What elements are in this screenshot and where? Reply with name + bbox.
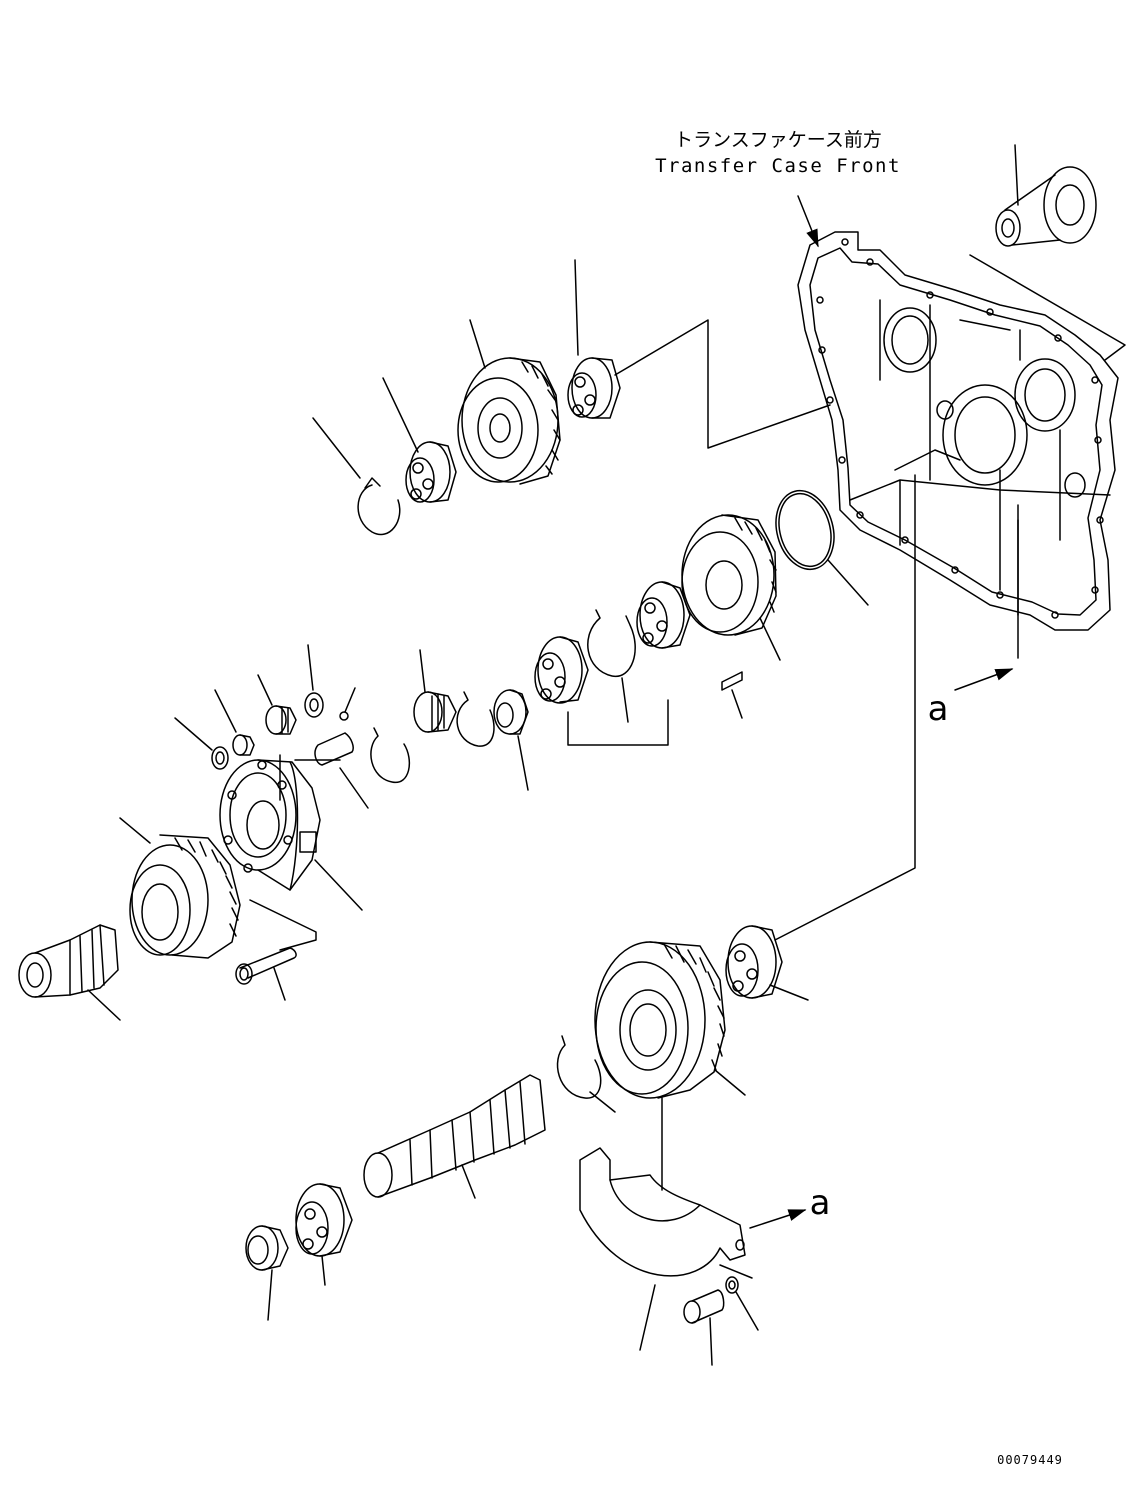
output-bearing — [295, 1183, 353, 1257]
output-shaft — [363, 1074, 546, 1198]
leader-upper-gear — [469, 319, 486, 369]
needle-bearing-center — [413, 691, 457, 733]
assembly-line-lower-bearing — [774, 474, 916, 941]
middle-bearing-right — [636, 581, 691, 649]
leader-o-ring — [827, 559, 869, 606]
leader-guard-cover — [639, 1284, 656, 1351]
assembly-line-carrier — [279, 754, 341, 801]
leader-carrier-bolt — [273, 967, 286, 1001]
assembly-line-flange — [969, 254, 1126, 361]
ref-label-lower: a — [810, 1183, 831, 1223]
leader-needle-bearing-center — [419, 649, 426, 693]
lower-snap-ring — [556, 1035, 602, 1099]
leader-ring-gear — [119, 817, 151, 844]
upper-bearing-right — [567, 357, 621, 419]
leader-thrust-washer-left — [174, 717, 213, 751]
leader-output-shaft — [461, 1164, 476, 1199]
middle-bearing-left — [534, 636, 589, 704]
lower-bearing — [725, 925, 783, 999]
ref-arrow-upper — [954, 668, 1014, 691]
guard-bolt — [683, 1289, 725, 1324]
drawing-code: 00079449 — [997, 1453, 1063, 1467]
ref-label-upper: a — [928, 689, 949, 729]
leader-flange — [1014, 144, 1019, 206]
middle-snap-ring — [587, 609, 636, 677]
input-shaft — [18, 924, 119, 998]
front-indicator-arrow — [797, 195, 819, 248]
leader-input-shaft — [87, 989, 121, 1021]
assembly-line-guard-washer — [719, 1264, 753, 1279]
planet-carrier — [219, 759, 321, 891]
middle-gear — [681, 514, 777, 636]
spacer-ring — [493, 689, 529, 735]
leader-lower-gear — [714, 1069, 746, 1096]
oil-seal — [245, 1225, 289, 1271]
bracket-bearings — [567, 699, 669, 746]
transfer-case-label-jp: トランスファケース前方 — [674, 129, 882, 151]
leader-dowel-pin — [731, 689, 743, 719]
o-ring — [775, 489, 835, 571]
leader-steel-ball — [344, 687, 356, 713]
leader-middle-gear — [759, 617, 781, 661]
leader-upper-snap-ring — [312, 417, 361, 479]
leader-output-bearing — [321, 1255, 326, 1286]
leader-upper-bearing-right — [574, 259, 579, 356]
thrust-washer-left — [211, 746, 229, 770]
dowel-pin — [721, 671, 743, 691]
bracket-carrier-bolt — [249, 899, 317, 951]
ref-arrow-lower — [749, 1209, 807, 1229]
transfer-case-label-en: Transfer Case Front — [655, 155, 901, 177]
leader-thrust-washer-right — [307, 644, 314, 691]
planet-pin — [314, 732, 354, 766]
leader-planet-pin — [339, 767, 369, 809]
flange-shaft — [995, 166, 1097, 247]
lower-gear — [594, 941, 726, 1099]
ring-gear — [129, 834, 241, 959]
leader-planet-carrier — [314, 859, 363, 911]
needle-roller-outer — [265, 705, 297, 735]
leader-oil-seal — [267, 1269, 273, 1321]
assembly-line-upper — [614, 319, 831, 449]
thrust-washer-right — [304, 692, 324, 718]
leader-lower-snap-ring — [589, 1091, 616, 1113]
leader-guard-bolt — [709, 1317, 713, 1366]
guard-cover — [579, 1147, 746, 1277]
guard-washer — [725, 1276, 739, 1294]
steel-ball — [339, 711, 349, 721]
transfer-case-housing — [797, 231, 1119, 631]
small-snap-ring — [456, 691, 495, 747]
upper-bearing-left — [405, 441, 457, 503]
needle-roller-inner — [232, 734, 255, 756]
leader-middle-snap-ring — [621, 677, 629, 723]
leader-guard-washer — [735, 1291, 759, 1331]
carrier-bolt — [235, 947, 297, 985]
snap-ring-center — [370, 727, 411, 783]
upper-snap-ring — [357, 477, 401, 536]
leader-upper-bearing-left — [382, 377, 419, 453]
leader-needle-roller-outer — [257, 674, 273, 706]
upper-gear — [457, 357, 561, 485]
leader-lower-bearing — [769, 984, 809, 1001]
leader-needle-roller-inner — [214, 689, 237, 733]
leader-spacer-ring — [517, 735, 529, 791]
